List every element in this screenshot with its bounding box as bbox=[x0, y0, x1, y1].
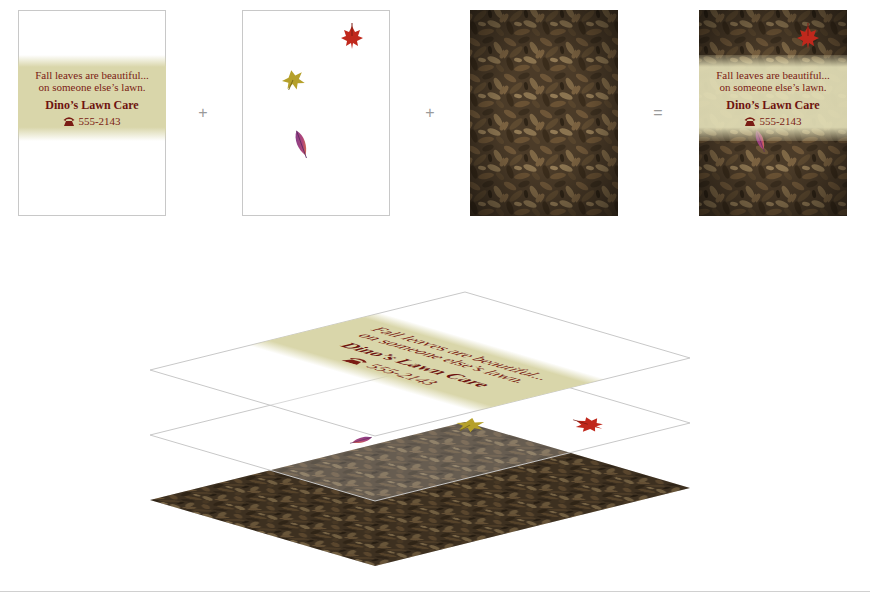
photo-vignette bbox=[699, 10, 847, 216]
maple-leaf bbox=[566, 413, 610, 435]
business-name: Dino’s Lawn Care bbox=[726, 98, 819, 112]
phone-icon bbox=[340, 356, 374, 365]
text-band: Fall leaves are beautiful... on someone … bbox=[699, 55, 847, 141]
text-plane bbox=[150, 292, 690, 436]
phone-number: 555-2143 bbox=[759, 115, 801, 128]
tagline: Fall leaves are beautiful... on someone … bbox=[713, 69, 833, 93]
operator-sign: + bbox=[198, 104, 207, 122]
phone-icon bbox=[63, 116, 75, 126]
bottom-rule bbox=[0, 591, 870, 592]
feather-leaf bbox=[349, 435, 373, 446]
feather-leaf bbox=[293, 129, 311, 159]
operator-sign: + bbox=[425, 104, 434, 122]
leaf-photo bbox=[470, 10, 618, 216]
leaf-photo bbox=[699, 10, 847, 216]
maple-leaf bbox=[341, 23, 363, 49]
business-name: Dino’s Lawn Care bbox=[45, 98, 138, 112]
phone-number: 555-2143 bbox=[78, 115, 120, 128]
operator-sign: = bbox=[653, 104, 662, 122]
yellow-leaf bbox=[454, 417, 487, 433]
tagline: Fall leaves are beautiful... on someone … bbox=[32, 69, 152, 93]
phone-icon bbox=[744, 116, 756, 126]
yellow-leaf bbox=[280, 68, 305, 92]
photo-vignette bbox=[470, 10, 618, 216]
text-band: Fall leaves are beautiful... on someone … bbox=[18, 55, 166, 141]
page-frame bbox=[19, 11, 166, 216]
page-frame bbox=[243, 11, 390, 216]
maple-leaf bbox=[797, 23, 819, 49]
phone-row: 555-2143 bbox=[63, 115, 120, 128]
phone-row: 555-2143 bbox=[744, 115, 801, 128]
